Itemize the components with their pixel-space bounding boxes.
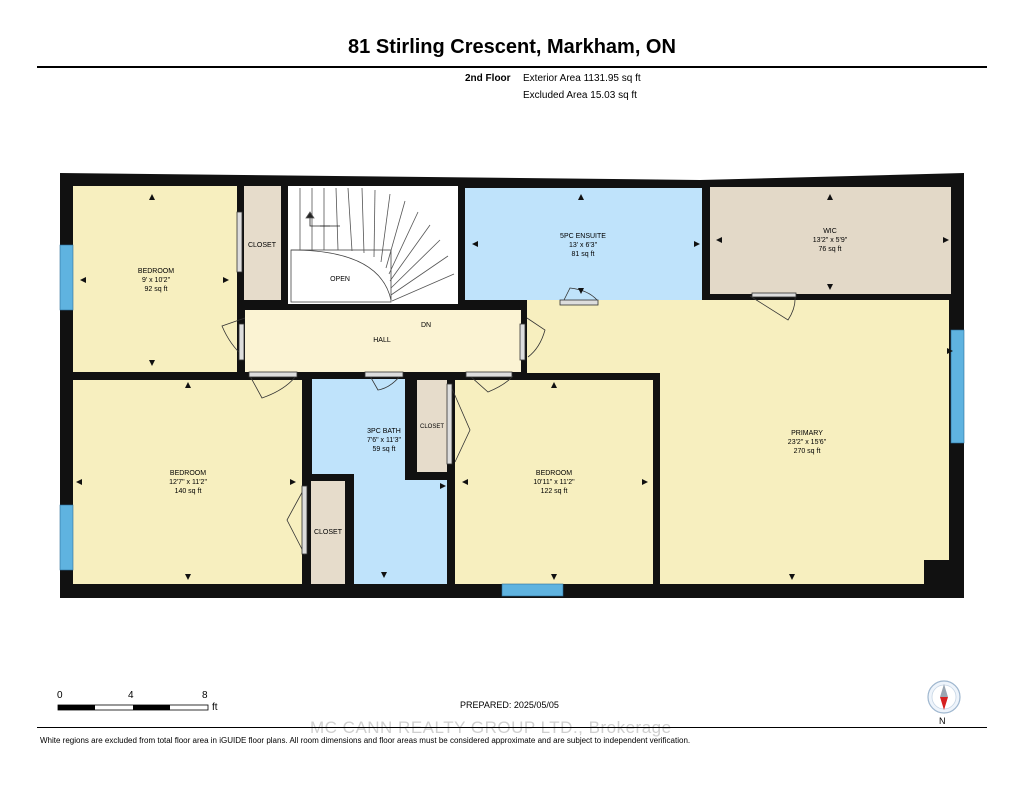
room-hall xyxy=(245,310,521,372)
staircase xyxy=(290,187,455,303)
bedroom-mid-name: BEDROOM xyxy=(536,470,572,477)
bedroom-nw-name: BEDROOM xyxy=(138,268,174,275)
footer-divider xyxy=(37,727,987,728)
room-bedroom-nw xyxy=(73,186,237,372)
bedroom-mid-dims: 10'11" x 11'2" xyxy=(533,479,575,486)
bath-area: 59 sq ft xyxy=(373,446,396,453)
room-closet-nw xyxy=(244,186,281,300)
room-primary xyxy=(527,300,949,584)
excluded-area: Excluded Area 15.03 sq ft xyxy=(523,90,637,101)
primary-dims: 23'2" x 15'6" xyxy=(788,439,827,446)
scale-tick-4: 4 xyxy=(128,690,134,701)
bath-dims: 7'6" x 11'3" xyxy=(367,437,401,444)
closet-sw-name: CLOSET xyxy=(314,529,343,536)
bedroom-nw-area: 92 sq ft xyxy=(145,286,168,293)
room-closet-sw xyxy=(311,481,345,584)
dn-label: DN xyxy=(421,322,431,329)
wic-name: WIC xyxy=(823,228,837,235)
room-ensuite xyxy=(465,188,702,300)
bedroom-nw-dims: 9' x 10'2" xyxy=(142,277,171,284)
ensuite-area: 81 sq ft xyxy=(572,251,595,258)
compass-north-label: N xyxy=(939,716,946,726)
doors xyxy=(221,211,797,556)
wic-dims: 13'2" x 5'9" xyxy=(813,237,848,244)
primary-area: 270 sq ft xyxy=(794,448,821,455)
primary-name: PRIMARY xyxy=(791,430,823,437)
compass-icon xyxy=(927,680,961,714)
prepared-date: PREPARED: 2025/05/05 xyxy=(460,700,559,710)
bedroom-sw-dims: 12'7" x 11'2" xyxy=(169,479,207,486)
floor-label: 2nd Floor xyxy=(465,73,511,84)
bedroom-sw-name: BEDROOM xyxy=(170,470,206,477)
dimension-arrows xyxy=(76,194,953,580)
bedroom-sw-area: 140 sq ft xyxy=(175,488,202,495)
ensuite-dims: 13' x 6'3" xyxy=(569,242,598,249)
exterior-area: Exterior Area 1131.95 sq ft xyxy=(523,73,641,84)
hall-label: HALL xyxy=(373,337,391,344)
room-bedroom-sw xyxy=(73,380,302,584)
watermark: MC CANN REALTY GROUP LTD., Brokerage xyxy=(310,718,672,737)
ensuite-name: 5PC ENSUITE xyxy=(560,233,606,240)
disclaimer: White regions are excluded from total fl… xyxy=(40,736,691,745)
bedroom-mid-area: 122 sq ft xyxy=(541,488,568,495)
room-bedroom-mid xyxy=(455,380,653,584)
closet-nw-name: CLOSET xyxy=(248,242,277,249)
wic-area: 76 sq ft xyxy=(819,246,842,253)
scale-bar xyxy=(57,704,209,711)
scale-tick-8: 8 xyxy=(202,690,208,701)
room-bath xyxy=(312,379,447,584)
bath-name: 3PC BATH xyxy=(367,428,401,435)
scale-tick-0: 0 xyxy=(57,690,63,701)
scale-unit: ft xyxy=(212,702,218,713)
open-label: OPEN xyxy=(330,276,350,283)
title-divider xyxy=(37,66,987,68)
closet-mid-name: CLOSET xyxy=(420,424,444,430)
windows xyxy=(59,244,965,597)
page-title: 81 Stirling Crescent, Markham, ON xyxy=(348,36,676,58)
room-wic xyxy=(710,187,951,294)
room-closet-mid xyxy=(417,380,447,472)
